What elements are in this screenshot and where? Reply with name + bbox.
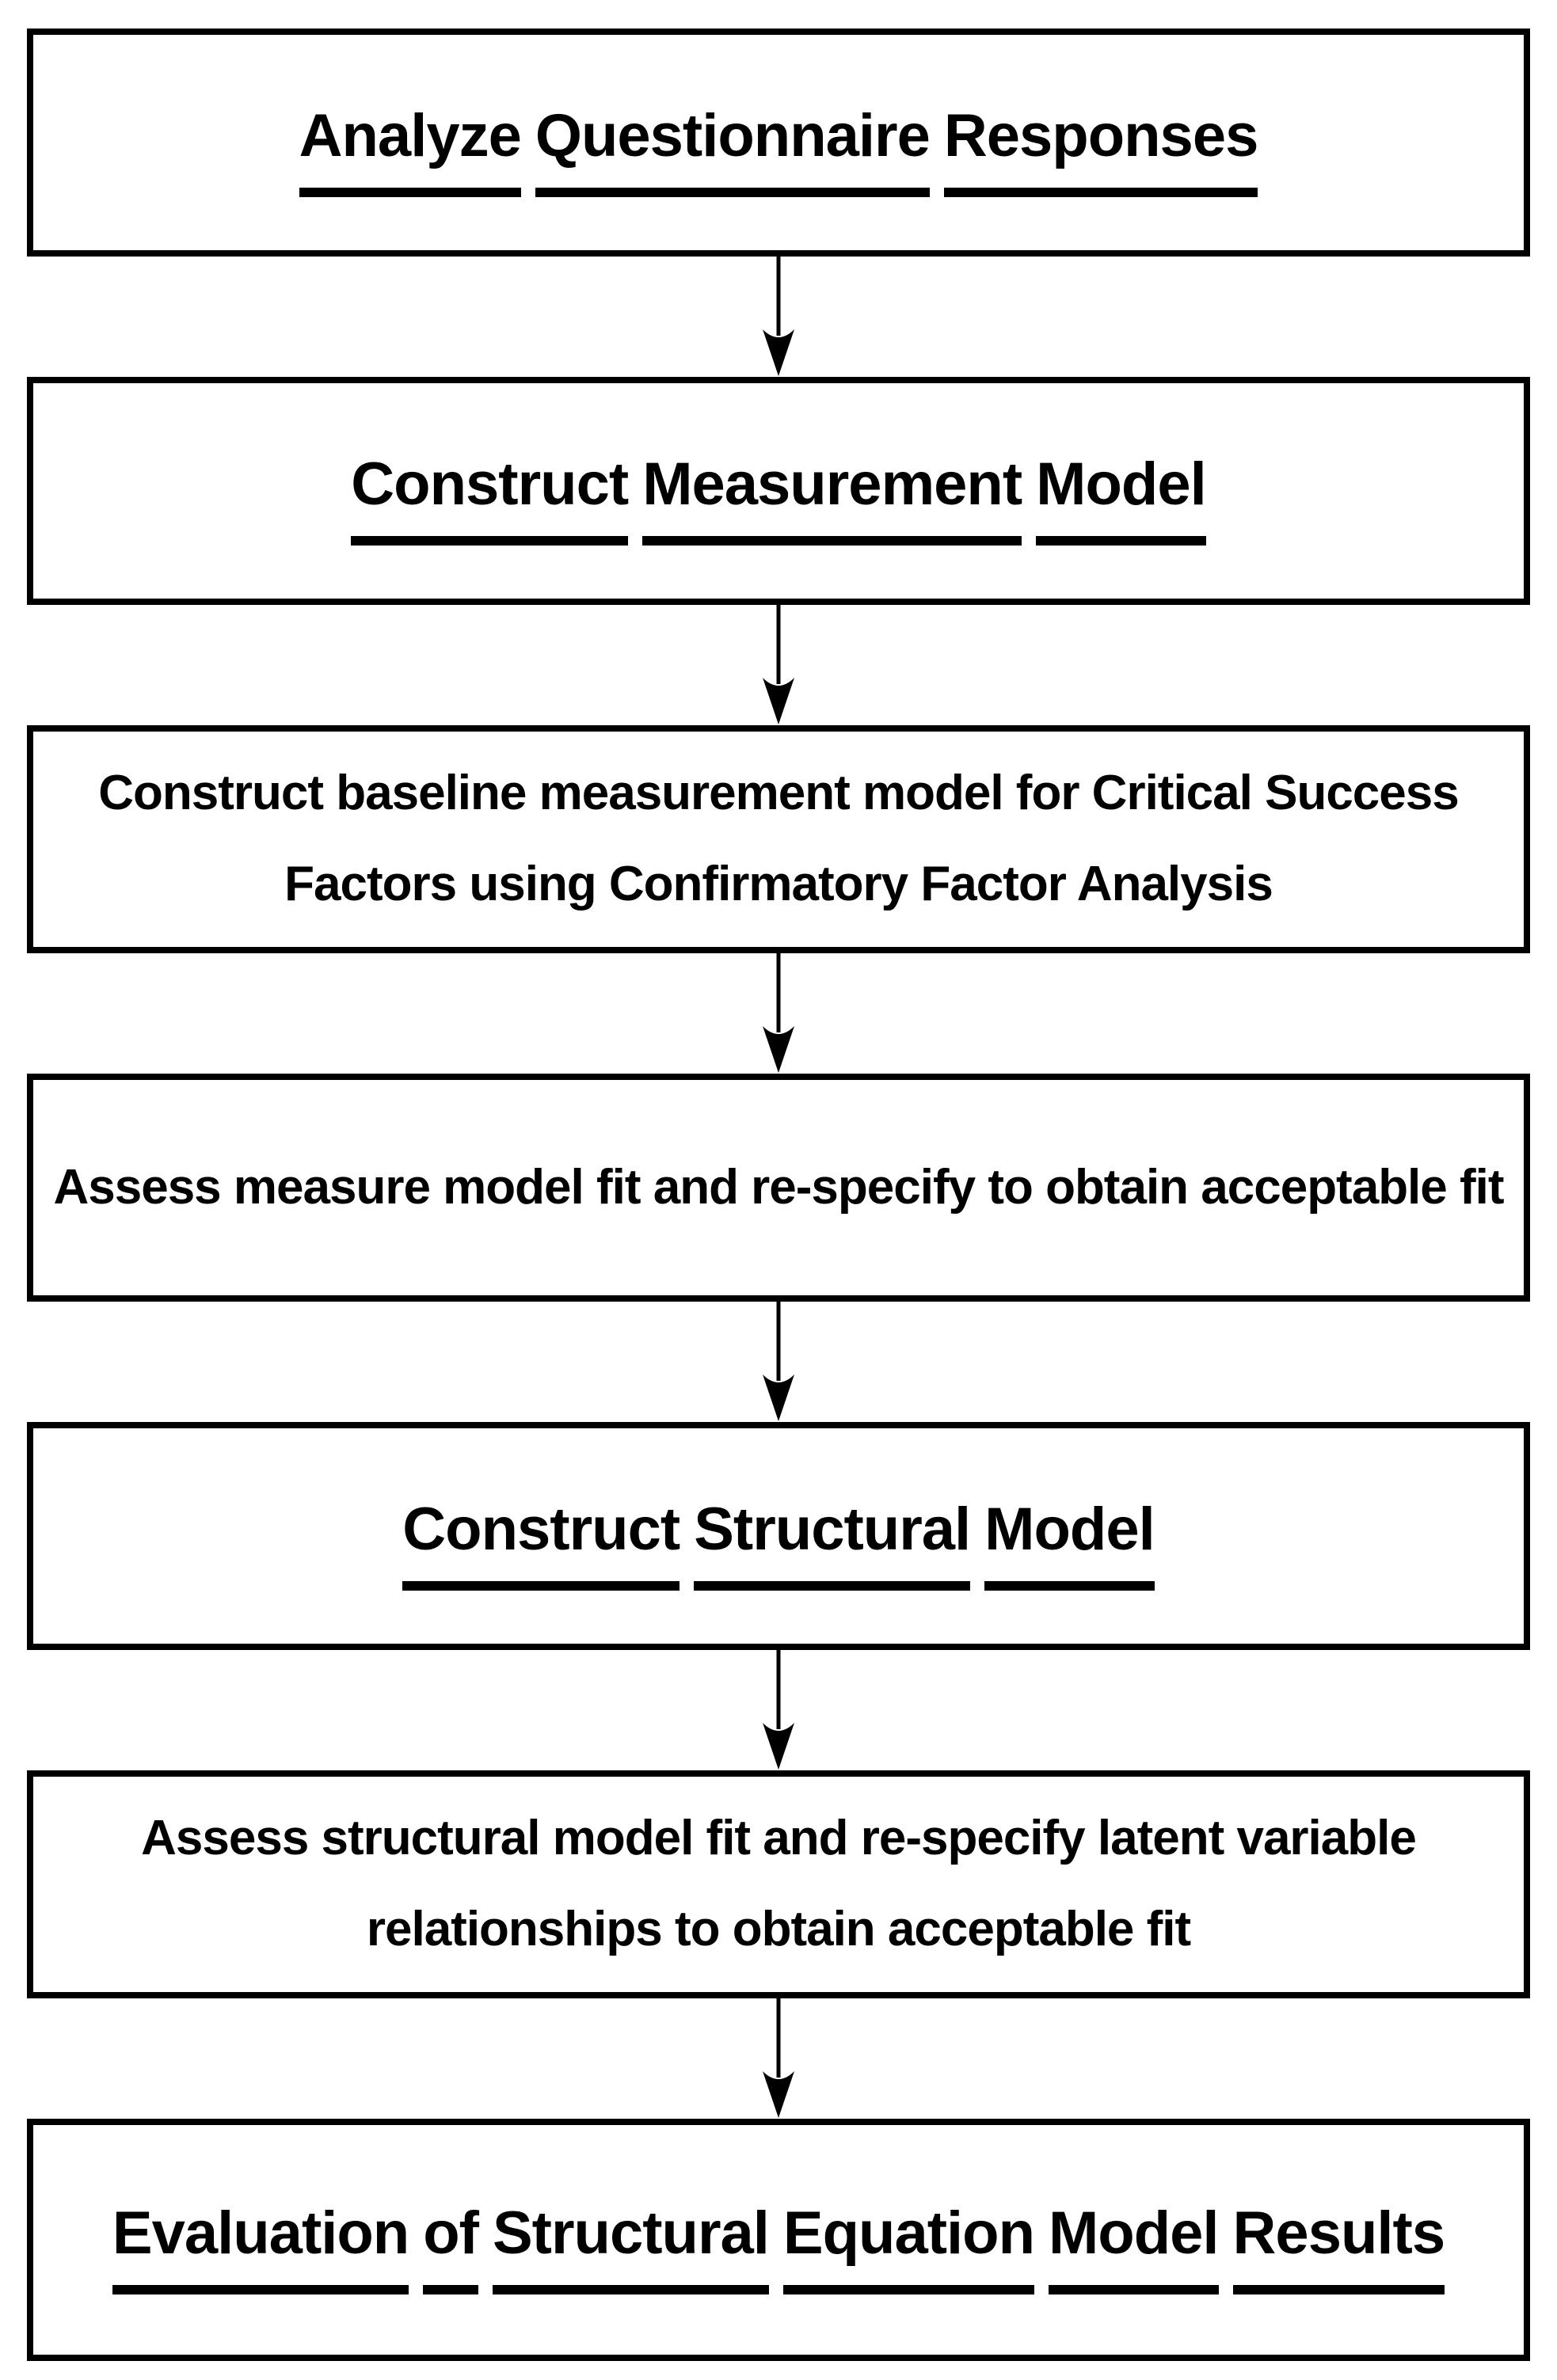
down-arrow-icon: [763, 257, 794, 376]
down-arrow-icon: [763, 1998, 794, 2118]
flow-connector: [27, 953, 1530, 1074]
flow-box-construct-baseline-measurement-model: Construct baseline measurement model for…: [27, 725, 1530, 953]
down-arrow-icon: [763, 1302, 794, 1421]
flow-connector: [27, 1998, 1530, 2119]
flow-box-assess-structural-model-fit: Assess structural model fit and re-speci…: [27, 1770, 1530, 1998]
down-arrow-icon: [763, 1650, 794, 1770]
flow-box-label: Assess structural model fit and re-speci…: [141, 1811, 1417, 1956]
down-arrow-icon: [763, 953, 794, 1073]
flow-box-label: Construct baseline measurement model for…: [98, 766, 1459, 911]
flow-box-label: Assess measure model fit and re-specify …: [53, 1159, 1504, 1215]
flow-connector: [27, 257, 1530, 377]
down-arrow-icon: [763, 605, 794, 724]
flow-box-assess-measure-model-fit: Assess measure model fit and re-specify …: [27, 1074, 1530, 1302]
flow-connector: [27, 1650, 1530, 1770]
flow-connector: [27, 1302, 1530, 1422]
flow-connector: [27, 605, 1530, 725]
